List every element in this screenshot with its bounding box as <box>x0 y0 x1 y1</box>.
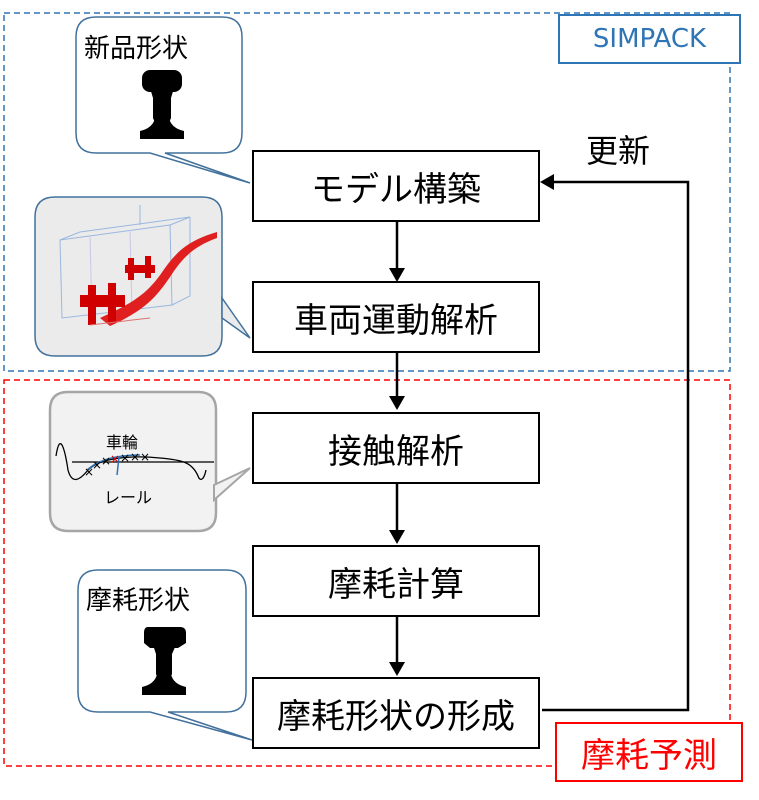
wear-prediction-tag: 摩耗予測 <box>555 722 743 782</box>
contact-analysis-step: 接触解析 <box>252 412 540 484</box>
vehicle-model-icon <box>59 205 217 326</box>
svg-text:×: × <box>84 465 94 479</box>
svg-text:×: × <box>110 452 120 466</box>
vehicle-callout-pointer <box>221 295 251 339</box>
new-profile-label: 新品形状 <box>84 34 189 64</box>
profile-formation-label: 摩耗形状の形成 <box>277 696 515 737</box>
update-label: 更新 <box>586 132 651 170</box>
vehicle-dynamics-step: 車両運動解析 <box>252 281 540 353</box>
model-build-step: モデル構築 <box>252 150 540 222</box>
wear-calc-label: 摩耗計算 <box>328 564 464 605</box>
model-build-label: モデル構築 <box>311 169 481 210</box>
wear-calc-step: 摩耗計算 <box>252 545 540 617</box>
wheel-label: 車輪 <box>106 433 139 452</box>
profile-formation-step: 摩耗形状の形成 <box>252 677 540 749</box>
new-rail-profile-icon <box>140 70 184 139</box>
contact-callout-pointer <box>213 467 251 503</box>
worn-profile-label: 摩耗形状 <box>86 586 191 616</box>
worn-rail-profile-icon <box>142 627 186 695</box>
flow-arrows <box>395 180 690 712</box>
svg-text:×: × <box>101 454 111 468</box>
simpack-tag: SIMPACK <box>558 14 741 64</box>
rail-label: レール <box>104 488 153 507</box>
contact-analysis-label: 接触解析 <box>328 431 464 472</box>
svg-text:×: × <box>120 451 130 465</box>
svg-text:×: × <box>130 450 140 464</box>
svg-text:×: × <box>92 458 102 472</box>
wear-region-border <box>3 379 731 767</box>
arrow-heads <box>389 174 554 676</box>
simpack-region-border <box>3 12 731 372</box>
svg-text:×: × <box>140 450 150 464</box>
vehicle-dynamics-label: 車両運動解析 <box>294 300 498 341</box>
wheel-rail-contact-icon: × × × × × × × <box>55 442 214 481</box>
